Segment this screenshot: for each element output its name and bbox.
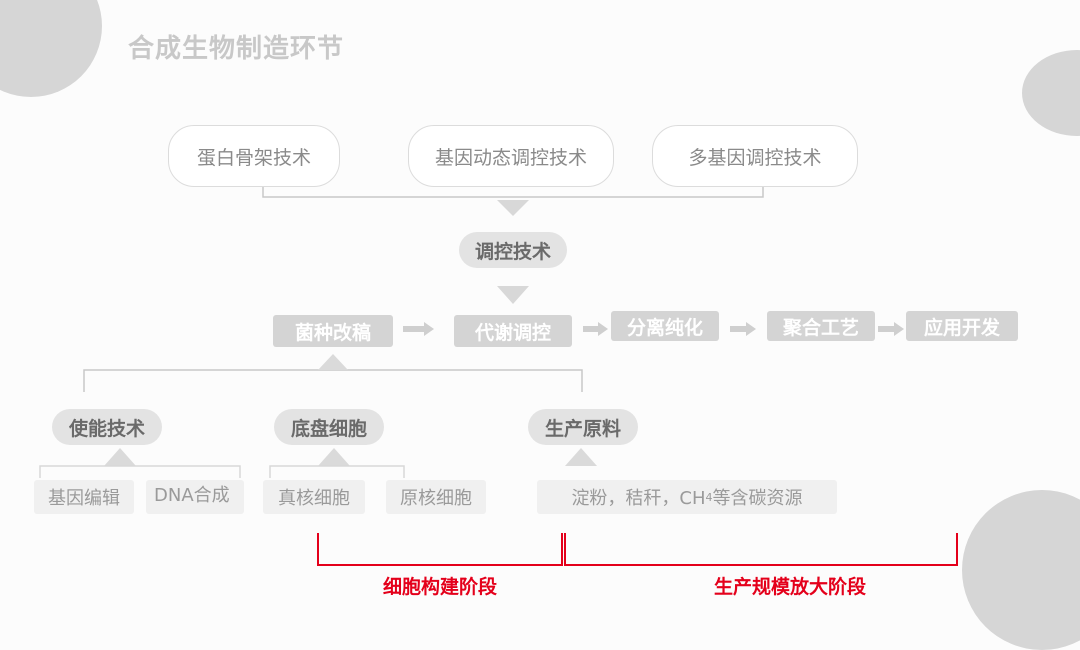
- tech-protein-scaffold: 蛋白骨架技术: [168, 125, 340, 187]
- leaf-dna-synthesis: DNA合成: [146, 480, 244, 514]
- support-enabling-tech: 使能技术: [52, 409, 162, 445]
- pipeline-application: 应用开发: [906, 311, 1018, 341]
- materials-subscript: 4: [705, 490, 713, 504]
- materials-suffix: 等含碳资源: [712, 488, 803, 509]
- pipeline-strain-improvement: 菌种改稿: [273, 315, 393, 347]
- support-chassis-cells: 底盘细胞: [274, 409, 384, 445]
- stage-scale-up: 生产规模放大阶段: [713, 576, 866, 598]
- flow-connectors: [39, 185, 958, 566]
- support-raw-materials: 生产原料: [528, 409, 638, 445]
- pipeline-separation: 分离纯化: [611, 311, 719, 341]
- page-title: 合成生物制造环节: [128, 34, 345, 64]
- leaf-eukaryotic: 真核细胞: [263, 480, 365, 514]
- tech-dynamic-gene-control: 基因动态调控技术: [408, 125, 614, 187]
- pipeline-metabolic-control: 代谢调控: [454, 315, 572, 347]
- leaf-gene-editing: 基因编辑: [34, 480, 134, 514]
- tech-multi-gene-control: 多基因调控技术: [652, 125, 858, 187]
- stage-cell-construction: 细胞构建阶段: [382, 576, 497, 598]
- pipeline-polymerization: 聚合工艺: [767, 311, 875, 341]
- materials-prefix: 淀粉，秸秆，CH: [571, 488, 706, 509]
- control-tech-node: 调控技术: [459, 232, 567, 268]
- leaf-prokaryotic: 原核细胞: [386, 480, 486, 514]
